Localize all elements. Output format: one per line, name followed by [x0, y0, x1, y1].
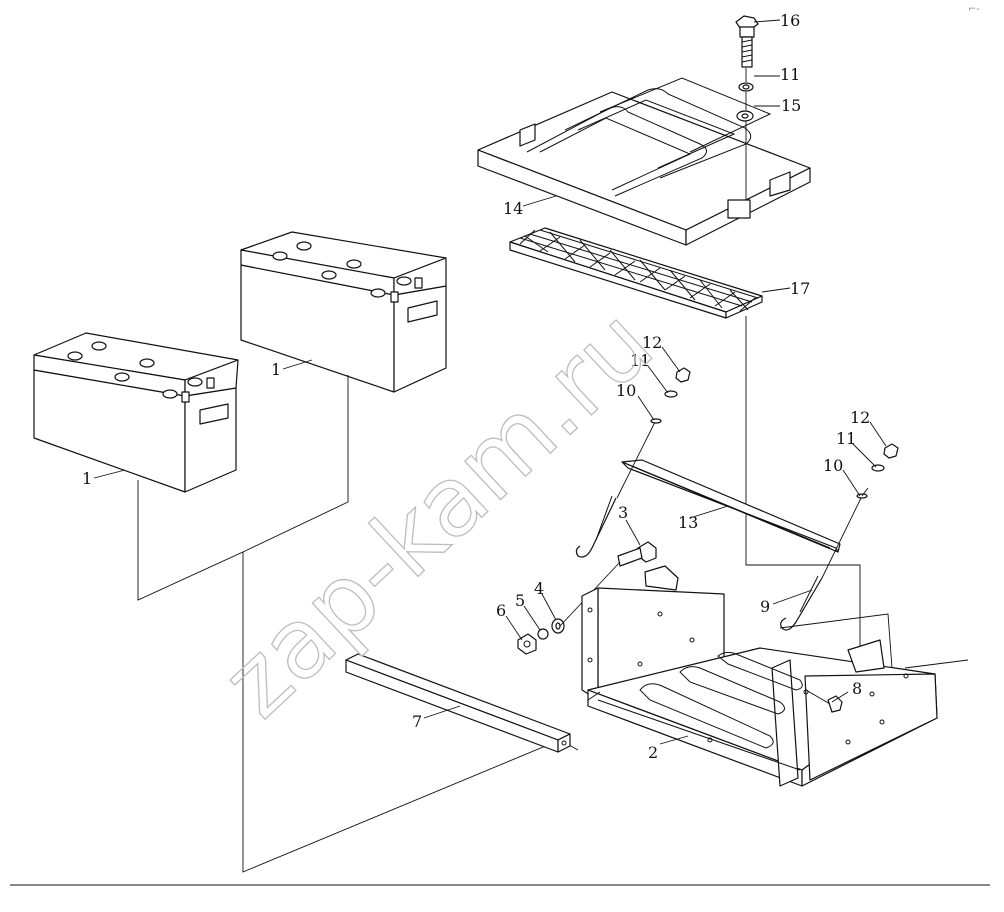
- support-tube: [345, 653, 571, 753]
- callout-cross-bar: 13: [678, 513, 698, 532]
- battery-cover: [477, 77, 811, 246]
- j-hook-left: [575, 419, 657, 558]
- callout-washer-10-left: 10: [616, 381, 636, 400]
- callout-battery-upper: 1: [271, 360, 281, 379]
- callout-washer-4: 4: [534, 579, 544, 598]
- callout-washer-11-top: 11: [780, 65, 800, 84]
- callout-nut-12-right: 12: [850, 408, 870, 427]
- battery-left: [33, 332, 239, 493]
- corner-mark: ⌐-: [968, 4, 980, 15]
- callout-washer-11-left: 11: [630, 351, 650, 370]
- side-bolt-group: [517, 541, 657, 655]
- top-bolt-stack: [735, 15, 759, 122]
- callout-washer-11-right: 11: [836, 429, 856, 448]
- callout-nut-12-left: 12: [642, 333, 662, 352]
- callout-mat: 17: [790, 279, 810, 298]
- callout-tray: 2: [648, 743, 658, 762]
- cross-bar: [621, 459, 841, 553]
- rod-fasteners-right: [856, 443, 899, 499]
- callout-tube: 7: [412, 712, 422, 731]
- callout-nut-6: 6: [496, 601, 506, 620]
- rubber-mat: [509, 227, 763, 319]
- j-hook-right: [780, 495, 863, 631]
- bolt-small: [805, 689, 843, 713]
- callout-battery-lower: 1: [82, 469, 92, 488]
- callout-side-bolt: 3: [618, 503, 628, 522]
- callout-j-hook: 9: [760, 597, 770, 616]
- callout-bolt-16: 16: [780, 11, 800, 30]
- battery-tray: [581, 565, 938, 787]
- battery-right: [240, 231, 447, 393]
- callout-washer-5: 5: [515, 591, 525, 610]
- callout-cover: 14: [503, 199, 523, 218]
- callout-washer-10-right: 10: [823, 456, 843, 475]
- callout-bolt-8: 8: [852, 679, 862, 698]
- callout-washer-15: 15: [781, 96, 801, 115]
